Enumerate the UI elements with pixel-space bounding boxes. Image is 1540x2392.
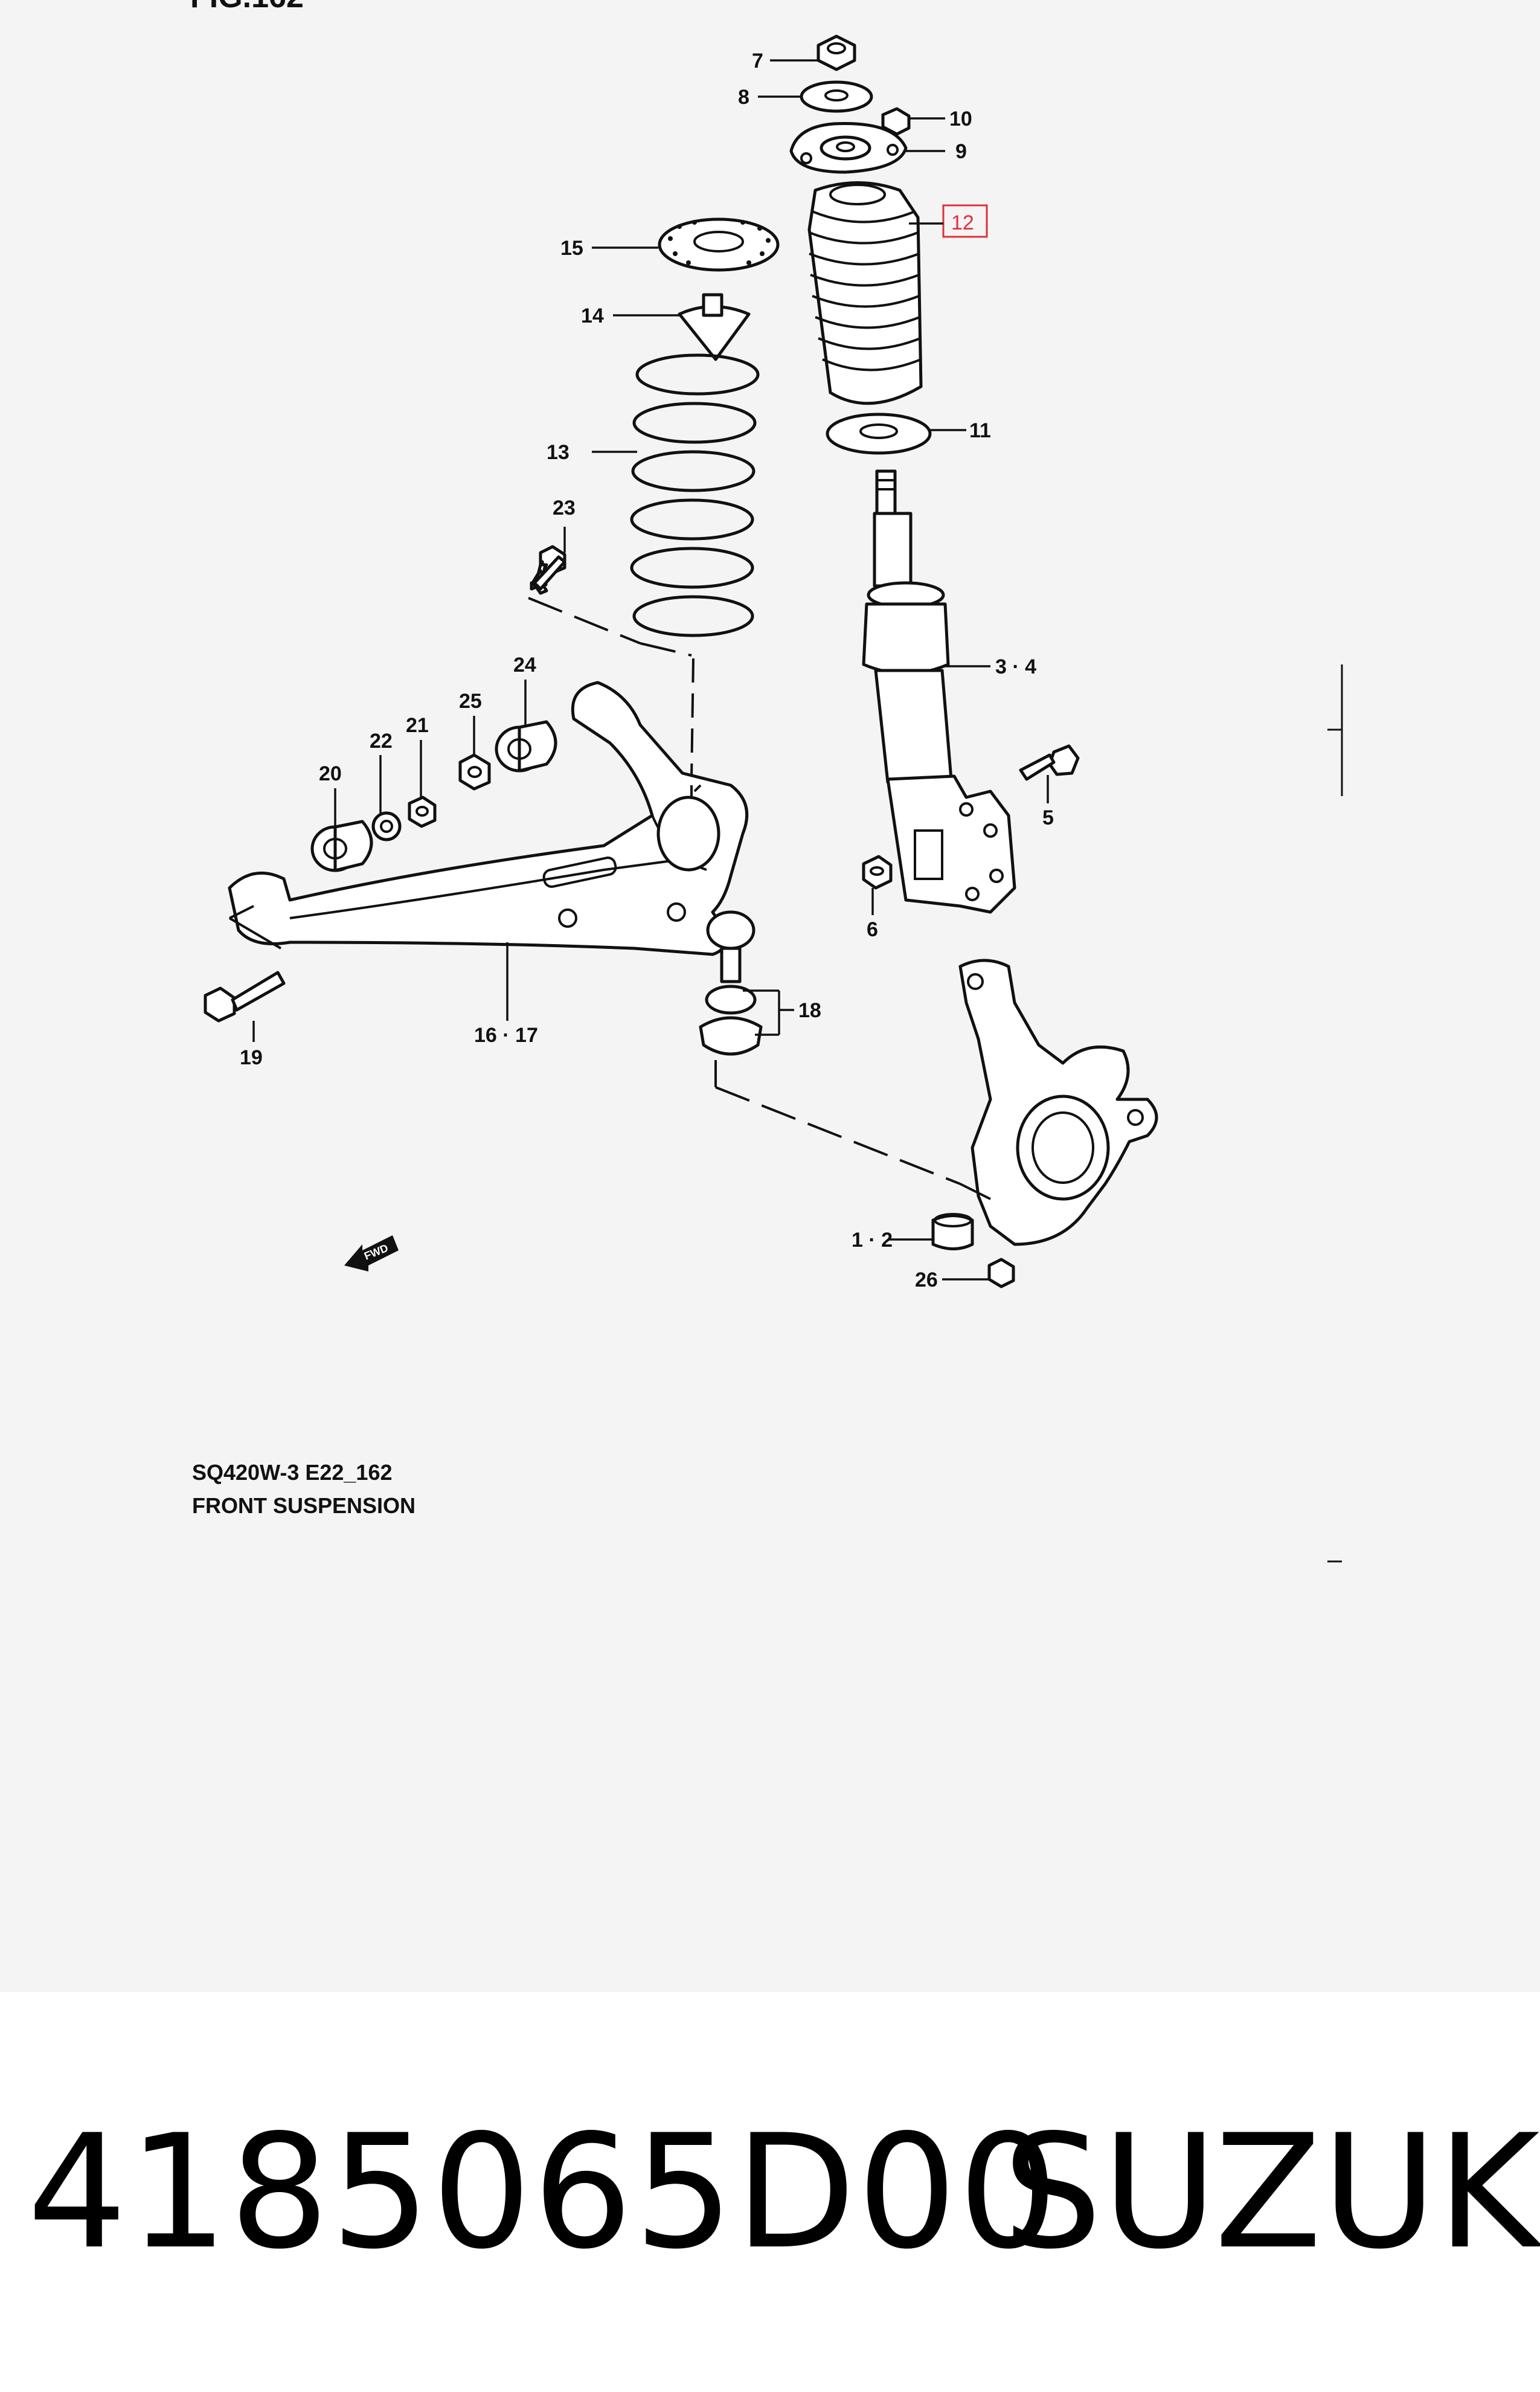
part-23-bolt-shaft <box>533 555 566 595</box>
fwd-arrow-icon: FWD <box>344 1235 399 1272</box>
caption-title: FRONT SUSPENSION <box>192 1493 415 1518</box>
part-9-strut-mount[interactable] <box>789 122 908 174</box>
callout-20[interactable]: 20 <box>319 762 342 785</box>
brand-name: SUZUKI <box>1003 2101 1540 2284</box>
callout-26[interactable]: 26 <box>915 1268 938 1291</box>
callout-13[interactable]: 13 <box>547 441 569 464</box>
part-15-spring-seat[interactable] <box>658 217 780 272</box>
leader-lines <box>252 59 1049 1281</box>
callout-3-4[interactable]: 3 · 4 <box>995 655 1036 678</box>
part-number: 4185065D00 <box>27 2101 1059 2284</box>
callout-7[interactable]: 7 <box>752 50 763 72</box>
callout-25[interactable]: 25 <box>459 690 482 713</box>
part-12-highlight-box <box>942 204 988 238</box>
part-18-ball-joint[interactable] <box>699 910 763 1056</box>
alignment-lines <box>228 597 991 1200</box>
callout-5[interactable]: 5 <box>1042 806 1054 829</box>
part-25-nut[interactable] <box>458 753 491 791</box>
part-1-2-steering-knuckle[interactable] <box>931 959 1158 1250</box>
part-20-bushing[interactable] <box>310 820 373 872</box>
part-12-dust-boot[interactable] <box>807 181 923 405</box>
callout-23[interactable]: 23 <box>553 497 576 519</box>
part-11-washer[interactable] <box>826 413 932 455</box>
diagram-panel: FIG.162 <box>0 0 1540 1992</box>
callout-19[interactable]: 19 <box>240 1046 263 1069</box>
callout-21[interactable]: 21 <box>406 714 429 737</box>
part-13-coil-spring[interactable] <box>630 353 760 780</box>
callout-16-17[interactable]: 16 · 17 <box>474 1024 538 1047</box>
callout-10[interactable]: 10 <box>949 108 972 130</box>
part-10-nut[interactable] <box>881 107 911 136</box>
footer <box>0 1992 1540 2392</box>
figure-title: FIG.162 <box>190 0 304 14</box>
part-14-bump-stop[interactable] <box>678 293 751 361</box>
part-19-bolt[interactable] <box>204 971 286 1023</box>
callout-1-2[interactable]: 1 · 2 <box>852 1229 893 1252</box>
part-5-bolt[interactable] <box>1019 744 1080 781</box>
callout-6[interactable]: 6 <box>867 918 878 941</box>
callout-15[interactable]: 15 <box>560 237 583 260</box>
callout-14[interactable]: 14 <box>581 304 604 327</box>
callout-22[interactable]: 22 <box>370 730 393 753</box>
part-6-nut[interactable] <box>862 855 893 890</box>
callout-12[interactable]: 12 <box>951 211 974 234</box>
callout-11[interactable]: 11 <box>969 419 991 442</box>
caption-code: SQ420W-3 E22_162 <box>192 1460 393 1485</box>
callout-8[interactable]: 8 <box>738 86 749 109</box>
part-3-4-shock-absorber[interactable] <box>862 469 1016 914</box>
callout-18[interactable]: 18 <box>798 999 821 1022</box>
callout-24[interactable]: 24 <box>513 654 536 677</box>
part-16-17-lower-control-arm[interactable] <box>228 681 749 956</box>
callout-labels: 7 8 10 9 12 15 14 13 11 23 3 · 4 24 25 2… <box>240 50 1054 1291</box>
part-8-washer[interactable] <box>800 80 873 113</box>
part-22-washer[interactable] <box>371 811 402 841</box>
part-26-nut[interactable] <box>987 1258 1015 1288</box>
part-7-nut[interactable] <box>817 34 856 71</box>
part-21-nut[interactable] <box>408 796 437 828</box>
exploded-parts-diagram: FIG.162 <box>190 0 1343 1563</box>
callout-9[interactable]: 9 <box>955 140 967 163</box>
part-24-bushing[interactable] <box>495 720 557 773</box>
